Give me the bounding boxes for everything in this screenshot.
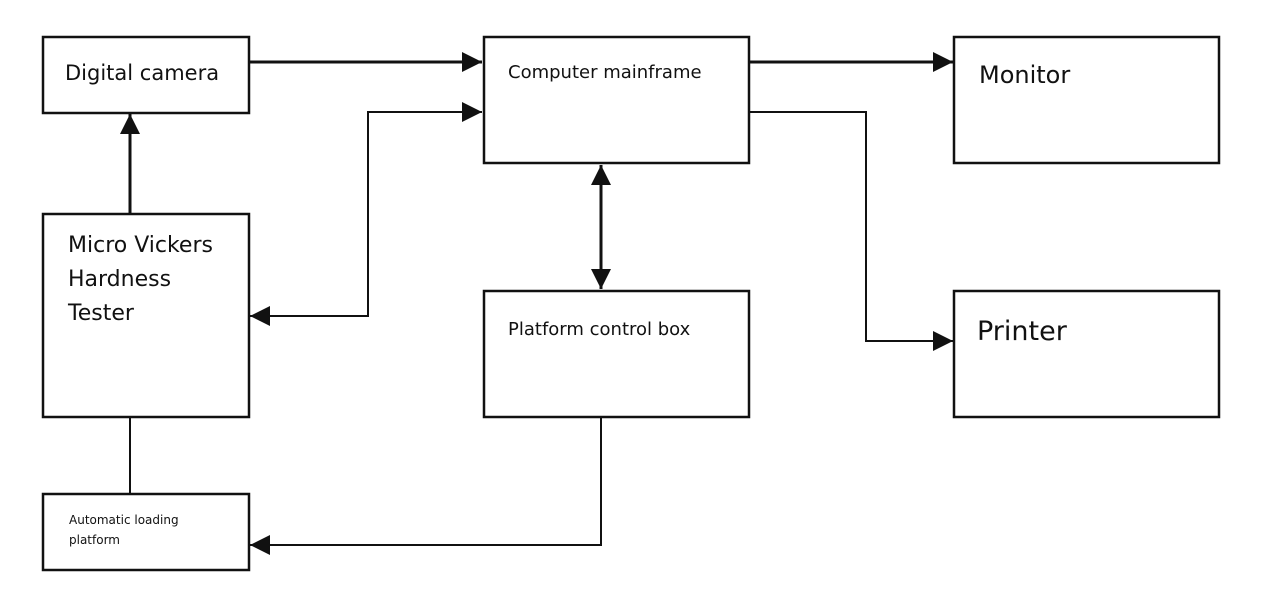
node-micro-vickers-tester-line-2: Hardness xyxy=(68,267,171,292)
node-printer-label: Printer xyxy=(977,316,1068,347)
node-printer: Printer xyxy=(952,289,1221,419)
node-computer-mainframe-label: Computer mainframe xyxy=(508,62,702,83)
node-computer-mainframe-box xyxy=(482,35,751,165)
node-platform-control-box-label: Platform control box xyxy=(508,319,691,340)
node-automatic-loading-platform-box xyxy=(41,492,251,572)
node-digital-camera: Digital camera xyxy=(41,35,251,115)
edge-computer-to-printer xyxy=(749,111,953,351)
node-automatic-loading-platform-line-2: platform xyxy=(69,533,120,547)
node-micro-vickers-tester: Micro Vickers Hardness Tester xyxy=(41,212,251,419)
edge-control-to-loading xyxy=(250,418,602,555)
node-micro-vickers-tester-label: Micro Vickers Hardness Tester xyxy=(67,233,220,326)
node-computer-mainframe: Computer mainframe xyxy=(482,35,751,165)
node-micro-vickers-tester-line-3: Tester xyxy=(67,301,135,326)
node-micro-vickers-tester-line-1: Micro Vickers xyxy=(68,233,213,258)
node-digital-camera-label: Digital camera xyxy=(65,61,219,85)
edge-tester-computer-bidirectional xyxy=(250,102,482,326)
node-automatic-loading-platform-label: Automatic loading platform xyxy=(69,513,182,547)
node-platform-control-box-box xyxy=(482,289,751,419)
node-monitor: Monitor xyxy=(952,35,1221,165)
node-digital-camera-box xyxy=(41,35,251,115)
node-automatic-loading-platform-line-1: Automatic loading xyxy=(69,513,179,527)
node-automatic-loading-platform: Automatic loading platform xyxy=(41,492,251,572)
node-monitor-box xyxy=(952,35,1221,165)
node-monitor-label: Monitor xyxy=(979,61,1070,89)
node-printer-box xyxy=(952,289,1221,419)
node-micro-vickers-tester-box xyxy=(41,212,251,419)
node-platform-control-box: Platform control box xyxy=(482,289,751,419)
